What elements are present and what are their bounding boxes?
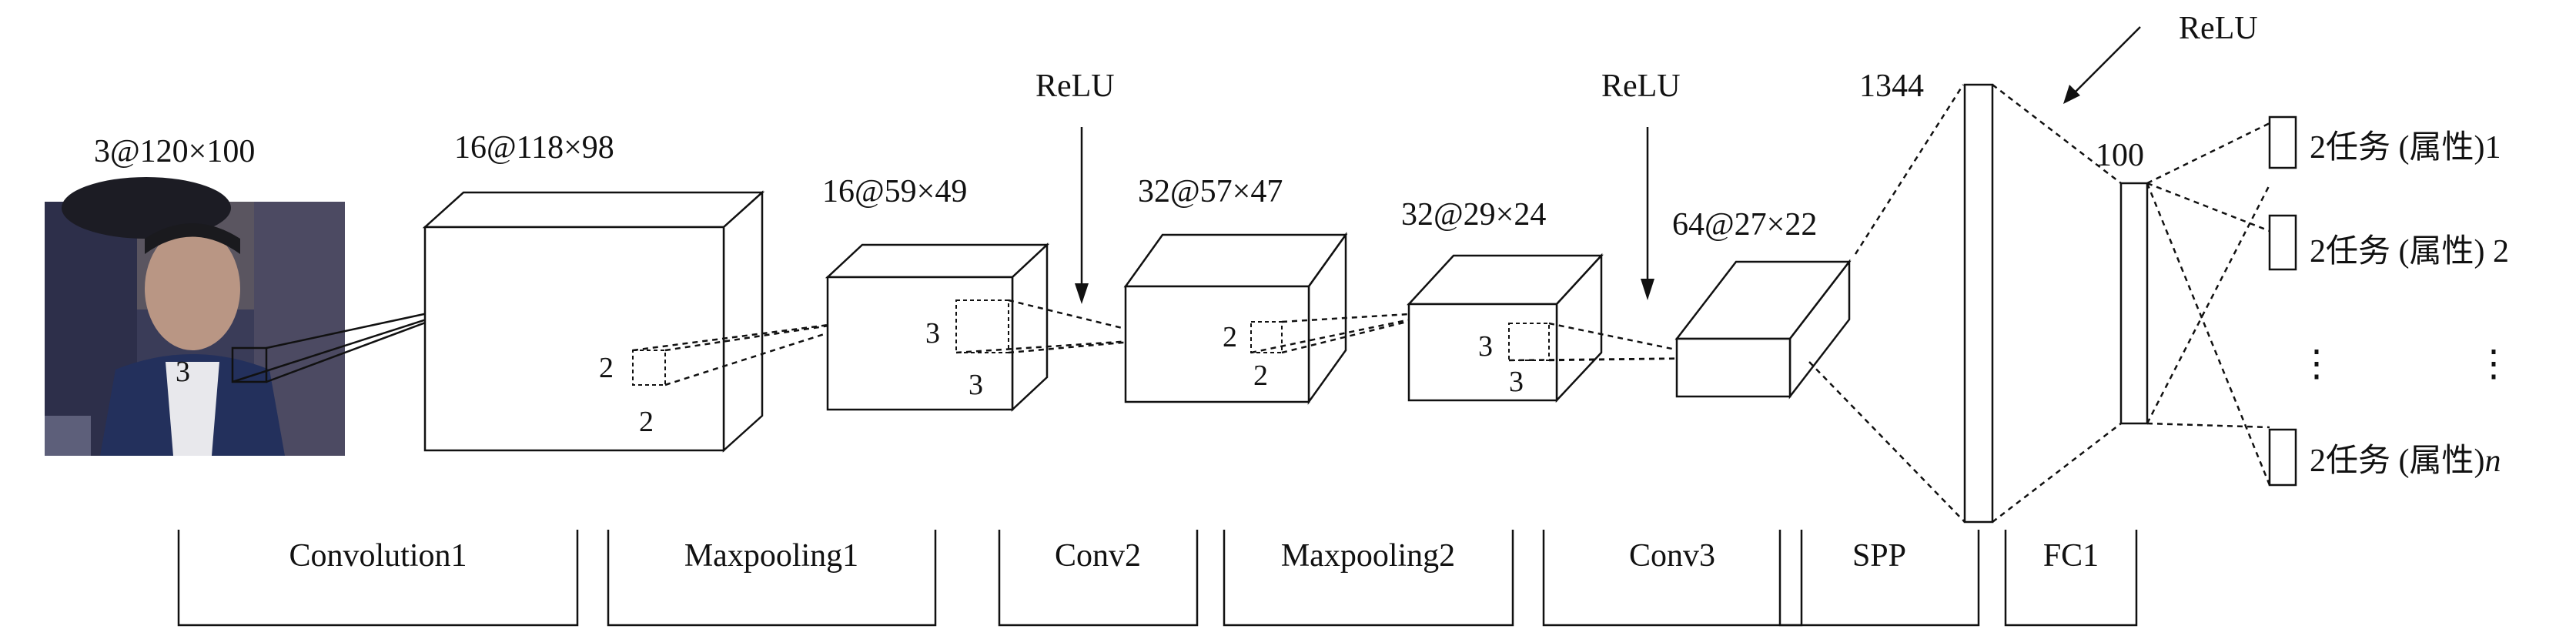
projection-line (2146, 422, 2270, 429)
conv3-dims-label: 64@27×22 (1672, 207, 1817, 243)
projection-line (1281, 310, 1448, 323)
fc-vector-bar (2119, 182, 2149, 425)
relu-arrowhead-3 (2063, 85, 2080, 104)
conv3-block (1674, 259, 1852, 400)
output-label-n: 2任务 (属性)n (2310, 443, 2501, 479)
stage-label-spp: SPP (1852, 538, 1906, 574)
input-kernel-box (231, 346, 268, 383)
stage-bracket-maxpooling1 (607, 530, 937, 627)
projection-line (1808, 361, 1965, 523)
conv2-block (1123, 232, 1348, 405)
relu-arrowhead-1 (1075, 283, 1089, 304)
relu-label-2: ReLU (1601, 69, 1681, 104)
projection-line (2146, 182, 2271, 486)
relu-label-1: ReLU (1035, 69, 1115, 104)
stage-label-conv3: Conv3 (1629, 538, 1715, 574)
projection-line (1854, 84, 1965, 255)
conv1-dims-label: 16@118×98 (454, 130, 614, 166)
conv2-dims-label: 32@57×47 (1138, 174, 1283, 209)
stage-label-maxpooling2: Maxpooling2 (1281, 538, 1455, 574)
projection-line (2146, 182, 2270, 233)
relu-arrowhead-2 (1641, 279, 1654, 300)
spp-size-label: 1344 (1859, 69, 1924, 104)
ellipsis-nodes: ⋮ (2298, 343, 2335, 384)
stage-bracket-conv3 (1542, 530, 1803, 627)
conv2-kernel-label-bottom: 2 (1253, 360, 1268, 392)
input-kernel-label: 3 (176, 356, 190, 388)
conv1-kernel-box (632, 350, 666, 386)
pool2-kernel-label-left: 3 (1478, 330, 1493, 363)
output-label-2: 2任务 (属性) 2 (2310, 234, 2509, 269)
input-photo (45, 177, 345, 456)
conv2-kernel-box (1250, 321, 1283, 353)
pool1-block (825, 243, 1050, 412)
fc-size-label: 100 (2096, 138, 2144, 173)
output-node-1 (2268, 115, 2297, 169)
input-dims-label: 3@120×100 (94, 134, 255, 169)
stage-bracket-spp (1778, 530, 1980, 627)
projection-line (1992, 84, 2122, 184)
projection-line (2146, 184, 2271, 424)
stage-label-fc1: FC1 (2043, 538, 2099, 574)
relu-label-3: ReLU (2179, 11, 2258, 46)
spp-vector-bar (1963, 83, 1994, 524)
pool1-dims-label: 16@59×49 (822, 174, 967, 209)
conv1-block (422, 190, 765, 453)
stage-bracket-maxpooling2 (1223, 530, 1514, 627)
pool2-block (1407, 253, 1604, 403)
stage-bracket-fc1 (2004, 530, 2138, 627)
stage-bracket-convolution1 (177, 530, 579, 627)
conv1-kernel-label-left: 2 (599, 352, 614, 384)
stage-label-maxpooling1: Maxpooling1 (684, 538, 858, 574)
output-node-n (2268, 428, 2297, 487)
pool2-dims-label: 32@29×24 (1401, 197, 1546, 233)
projection-line (1992, 423, 2122, 523)
projection-line (1250, 310, 1448, 354)
output-node-2 (2268, 214, 2297, 271)
conv1-kernel-label-bottom: 2 (639, 406, 654, 438)
stage-bracket-conv2 (998, 530, 1199, 627)
pool1-kernel-label-bottom: 3 (969, 369, 983, 401)
relu-arrow-3 (2070, 26, 2141, 97)
stage-label-convolution1: Convolution1 (289, 538, 467, 574)
pool1-kernel-label-left: 3 (925, 317, 940, 350)
projection-line (2146, 122, 2270, 185)
conv2-kernel-label-left: 2 (1223, 321, 1237, 353)
ellipsis-labels: ⋮ (2475, 343, 2512, 384)
stage-label-conv2: Conv2 (1055, 538, 1141, 574)
pool2-kernel-label-bottom: 3 (1509, 366, 1524, 398)
output-label-1: 2任务 (属性)1 (2310, 130, 2501, 166)
